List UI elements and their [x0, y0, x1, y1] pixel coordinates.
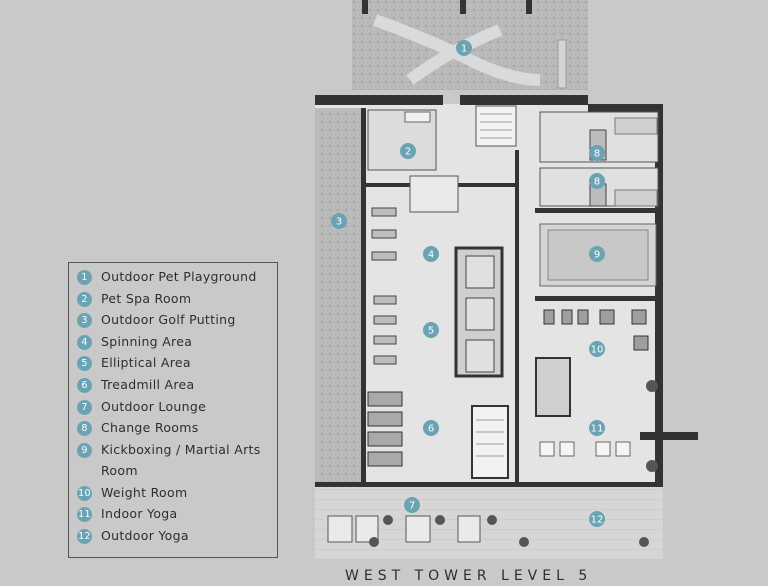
legend-label: Weight Room: [101, 484, 188, 500]
plan-marker-number: 1: [461, 44, 467, 55]
plan-marker-circle: [589, 145, 605, 161]
plan-marker-circle: [400, 143, 416, 159]
legend-label: Treadmill Area: [101, 376, 195, 392]
plan-marker-m9: 9: [589, 246, 605, 262]
golf-putting-strip: [315, 108, 363, 484]
plan-marker-number: 10: [591, 345, 604, 356]
legend-label: Elliptical Area: [101, 355, 191, 371]
stair-top: [475, 105, 517, 147]
legend-label: Outdoor Yoga: [101, 527, 189, 543]
legend-item: 7 Outdoor Lounge: [77, 399, 277, 421]
legend-label: Outdoor Golf Putting: [101, 312, 236, 328]
plan-marker-m10: 10: [589, 341, 605, 357]
plan-marker-circle: [331, 213, 347, 229]
plan-marker-number: 8: [594, 149, 600, 160]
legend-label: Spinning Area: [101, 333, 193, 349]
legend-number-badge: 3: [77, 313, 92, 329]
plan-marker-m12: 12: [589, 511, 605, 527]
legend-label: Pet Spa Room: [101, 290, 192, 306]
plan-marker-circle: [423, 420, 439, 436]
plan-marker-number: 2: [405, 147, 411, 158]
treadmills: [367, 391, 403, 467]
legend-label: Kickboxing / Martial Arts Room: [101, 441, 261, 479]
plan-marker-m7: 7: [404, 497, 420, 513]
plan-marker-m2: 2: [400, 143, 416, 159]
floor-caption: WEST TOWER LEVEL 5: [345, 568, 593, 584]
plan-marker-number: 11: [591, 424, 604, 435]
legend-item: 11 Indoor Yoga: [77, 506, 277, 528]
legend-item: 3 Outdoor Golf Putting: [77, 312, 277, 334]
legend-number-badge: 1: [77, 270, 92, 285]
legend-item: 6 Treadmill Area: [77, 377, 277, 399]
legend-number-badge: 4: [77, 334, 92, 350]
legend-item: 12 Outdoor Yoga: [77, 528, 277, 550]
plan-marker-number: 5: [428, 326, 434, 337]
yoga-mats: [539, 441, 631, 457]
plan-marker-m8a: 8: [589, 145, 605, 161]
spinning-bikes: [371, 207, 397, 261]
plan-marker-number: 7: [409, 501, 415, 512]
legend-label: Outdoor Pet Playground: [101, 269, 257, 284]
plan-marker-circle: [404, 497, 420, 513]
legend-number-badge: 6: [77, 377, 92, 393]
washroom: [409, 175, 459, 213]
legend-item: 1 Outdoor Pet Playground: [77, 269, 277, 291]
legend-label: Indoor Yoga: [101, 506, 178, 522]
ellipticals: [373, 295, 397, 365]
legend-number-badge: 9: [77, 442, 92, 458]
plan-marker-number: 9: [594, 250, 600, 261]
plan-marker-circle: [423, 246, 439, 262]
lounge-furniture: [327, 515, 481, 543]
plan-marker-number: 4: [428, 250, 434, 261]
plan-marker-m5: 5: [423, 322, 439, 338]
weight-machines: [543, 309, 649, 351]
legend-item: 5 Elliptical Area: [77, 355, 277, 377]
plan-marker-m8b: 8: [589, 173, 605, 189]
stair-bottom: [471, 405, 509, 479]
plan-marker-number: 8: [594, 177, 600, 188]
legend-label: Change Rooms: [101, 420, 199, 436]
plan-marker-circle: [456, 40, 472, 56]
plan-marker-circle: [589, 173, 605, 189]
plan-marker-number: 3: [336, 217, 342, 228]
plan-marker-circle: [423, 322, 439, 338]
legend-item: 8 Change Rooms: [77, 420, 277, 442]
planters: [369, 380, 658, 547]
legend-item: 2 Pet Spa Room: [77, 291, 277, 313]
legend-number-badge: 8: [77, 421, 92, 437]
legend-number-badge: 11: [77, 507, 92, 523]
legend-item: 9 Kickboxing / Martial Arts Room: [77, 442, 277, 485]
legend-number-badge: 12: [77, 528, 92, 544]
legend-number-badge: 5: [77, 356, 92, 372]
plan-marker-m1: 1: [456, 40, 472, 56]
legend-number-badge: 10: [77, 485, 92, 501]
plan-marker-number: 6: [428, 424, 434, 435]
plan-marker-circle: [589, 511, 605, 527]
plan-marker-circle: [589, 341, 605, 357]
plan-marker-number: 12: [591, 515, 604, 526]
pet-path: [372, 14, 541, 86]
legend-number-badge: 2: [77, 291, 92, 307]
plan-marker-circle: [589, 246, 605, 262]
legend-item: 10 Weight Room: [77, 485, 277, 507]
plan-marker-m4: 4: [423, 246, 439, 262]
legend-label: Outdoor Lounge: [101, 398, 207, 414]
legend-number-badge: 7: [77, 399, 92, 415]
plan-marker-m6: 6: [423, 420, 439, 436]
plan-marker-m11: 11: [589, 420, 605, 436]
plan-marker-circle: [589, 420, 605, 436]
plan-marker-m3: 3: [331, 213, 347, 229]
legend-item: 4 Spinning Area: [77, 334, 277, 356]
